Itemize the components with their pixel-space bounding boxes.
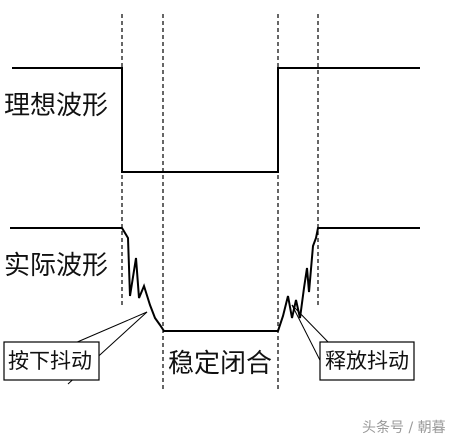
actual-waveform — [10, 227, 420, 332]
ideal-waveform-label: 理想波形 — [4, 91, 108, 121]
stable-closed-label: 稳定闭合 — [168, 349, 272, 379]
ideal-waveform — [12, 67, 420, 173]
press-bounce-box — [3, 341, 100, 381]
press-bounce-label: 按下抖动 — [8, 349, 92, 373]
release-bounce-leader-top — [291, 304, 331, 345]
release-bounce-box — [319, 341, 415, 381]
actual-waveform-label: 实际波形 — [4, 251, 108, 281]
press-bounce-leader-top — [67, 311, 148, 347]
watermark-text: 头条号 / 朝暮 — [362, 419, 446, 436]
release-bounce-label: 释放抖动 — [325, 349, 409, 373]
